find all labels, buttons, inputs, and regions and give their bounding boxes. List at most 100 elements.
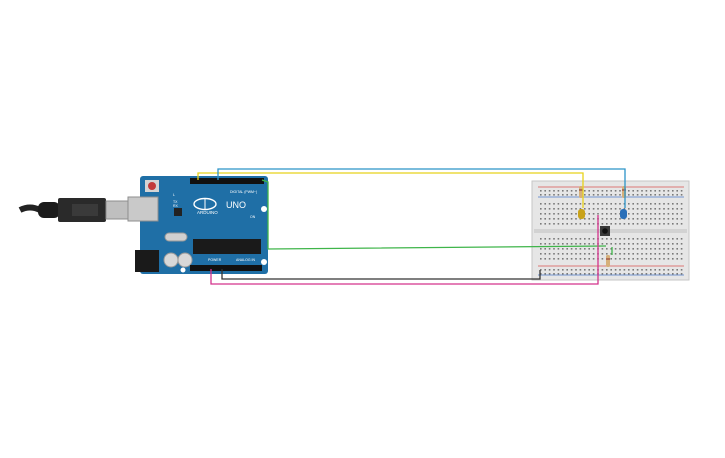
- breadboard-hole[interactable]: [606, 273, 608, 275]
- breadboard-hole[interactable]: [562, 269, 564, 271]
- breadboard-hole[interactable]: [570, 223, 573, 225]
- breadboard-hole[interactable]: [628, 243, 630, 245]
- breadboard-hole[interactable]: [680, 273, 683, 275]
- breadboard-hole[interactable]: [544, 248, 546, 250]
- breadboard-hole[interactable]: [654, 190, 656, 192]
- breadboard-hole[interactable]: [553, 258, 555, 260]
- breadboard-hole[interactable]: [663, 258, 665, 260]
- breadboard-hole[interactable]: [636, 238, 639, 240]
- breadboard-hole[interactable]: [592, 269, 595, 271]
- breadboard-hole[interactable]: [597, 194, 599, 196]
- breadboard-hole[interactable]: [575, 269, 577, 271]
- breadboard-hole[interactable]: [654, 213, 656, 215]
- breadboard-hole[interactable]: [540, 223, 542, 225]
- breadboard-hole[interactable]: [592, 238, 595, 240]
- breadboard-hole[interactable]: [628, 203, 630, 205]
- breadboard-hole[interactable]: [623, 238, 626, 240]
- breadboard-hole[interactable]: [628, 223, 630, 225]
- breadboard-hole[interactable]: [628, 213, 630, 215]
- breadboard-hole[interactable]: [663, 269, 665, 271]
- breadboard-hole[interactable]: [570, 258, 573, 260]
- breadboard-hole[interactable]: [601, 213, 604, 215]
- breadboard-hole[interactable]: [658, 213, 661, 215]
- breadboard-hole[interactable]: [566, 269, 568, 271]
- breadboard-hole[interactable]: [663, 253, 665, 255]
- breadboard-hole[interactable]: [544, 190, 546, 192]
- breadboard-hole[interactable]: [650, 238, 652, 240]
- breadboard-hole[interactable]: [632, 243, 634, 245]
- breadboard-hole[interactable]: [641, 194, 643, 196]
- breadboard-hole[interactable]: [606, 243, 608, 245]
- breadboard-hole[interactable]: [570, 190, 573, 192]
- resistor-3[interactable]: [606, 255, 610, 267]
- breadboard-hole[interactable]: [680, 203, 683, 205]
- breadboard-hole[interactable]: [680, 258, 683, 260]
- breadboard-hole[interactable]: [588, 253, 590, 255]
- breadboard-hole[interactable]: [588, 223, 590, 225]
- breadboard-hole[interactable]: [619, 258, 621, 260]
- breadboard-hole[interactable]: [654, 243, 656, 245]
- breadboard-hole[interactable]: [557, 213, 560, 215]
- breadboard-hole[interactable]: [548, 194, 551, 196]
- breadboard-hole[interactable]: [557, 218, 560, 220]
- breadboard-hole[interactable]: [575, 273, 577, 275]
- breadboard-hole[interactable]: [658, 243, 661, 245]
- breadboard-hole[interactable]: [628, 208, 630, 210]
- breadboard-hole[interactable]: [606, 223, 608, 225]
- breadboard-hole[interactable]: [575, 253, 577, 255]
- breadboard-hole[interactable]: [544, 273, 546, 275]
- breadboard-hole[interactable]: [570, 208, 573, 210]
- breadboard-hole[interactable]: [658, 203, 661, 205]
- wire-green[interactable]: [261, 179, 607, 250]
- breadboard-hole[interactable]: [650, 243, 652, 245]
- breadboard-hole[interactable]: [650, 190, 652, 192]
- breadboard-hole[interactable]: [548, 269, 551, 271]
- breadboard-hole[interactable]: [628, 253, 630, 255]
- resistor-1[interactable]: [579, 186, 583, 198]
- breadboard-hole[interactable]: [592, 218, 595, 220]
- breadboard-hole[interactable]: [676, 269, 678, 271]
- breadboard-hole[interactable]: [680, 253, 683, 255]
- breadboard-hole[interactable]: [663, 223, 665, 225]
- breadboard-hole[interactable]: [614, 248, 617, 250]
- breadboard-hole[interactable]: [540, 269, 542, 271]
- breadboard-hole[interactable]: [623, 223, 626, 225]
- breadboard-hole[interactable]: [588, 248, 590, 250]
- breadboard-hole[interactable]: [610, 243, 612, 245]
- breadboard-hole[interactable]: [663, 248, 665, 250]
- breadboard-hole[interactable]: [592, 190, 595, 192]
- breadboard-hole[interactable]: [680, 213, 683, 215]
- breadboard-hole[interactable]: [584, 253, 586, 255]
- breadboard-hole[interactable]: [575, 190, 577, 192]
- breadboard-hole[interactable]: [645, 258, 648, 260]
- breadboard-hole[interactable]: [544, 194, 546, 196]
- breadboard-hole[interactable]: [610, 213, 612, 215]
- breadboard-hole[interactable]: [680, 208, 683, 210]
- breadboard-hole[interactable]: [658, 253, 661, 255]
- breadboard-hole[interactable]: [601, 258, 604, 260]
- breadboard-hole[interactable]: [645, 238, 648, 240]
- breadboard-hole[interactable]: [588, 213, 590, 215]
- breadboard-hole[interactable]: [579, 269, 582, 271]
- breadboard-hole[interactable]: [645, 208, 648, 210]
- breadboard-hole[interactable]: [641, 190, 643, 192]
- breadboard-hole[interactable]: [588, 269, 590, 271]
- breadboard-hole[interactable]: [575, 203, 577, 205]
- breadboard-hole[interactable]: [632, 213, 634, 215]
- breadboard-hole[interactable]: [601, 248, 604, 250]
- breadboard-hole[interactable]: [601, 269, 604, 271]
- breadboard-hole[interactable]: [614, 269, 617, 271]
- breadboard[interactable]: [531, 180, 690, 281]
- breadboard-hole[interactable]: [667, 258, 670, 260]
- breadboard-hole[interactable]: [575, 238, 577, 240]
- breadboard-hole[interactable]: [553, 208, 555, 210]
- breadboard-hole[interactable]: [623, 269, 626, 271]
- breadboard-hole[interactable]: [667, 194, 670, 196]
- breadboard-hole[interactable]: [619, 273, 621, 275]
- breadboard-hole[interactable]: [562, 243, 564, 245]
- breadboard-hole[interactable]: [614, 194, 617, 196]
- breadboard-hole[interactable]: [623, 208, 626, 210]
- breadboard-hole[interactable]: [619, 248, 621, 250]
- breadboard-hole[interactable]: [663, 194, 665, 196]
